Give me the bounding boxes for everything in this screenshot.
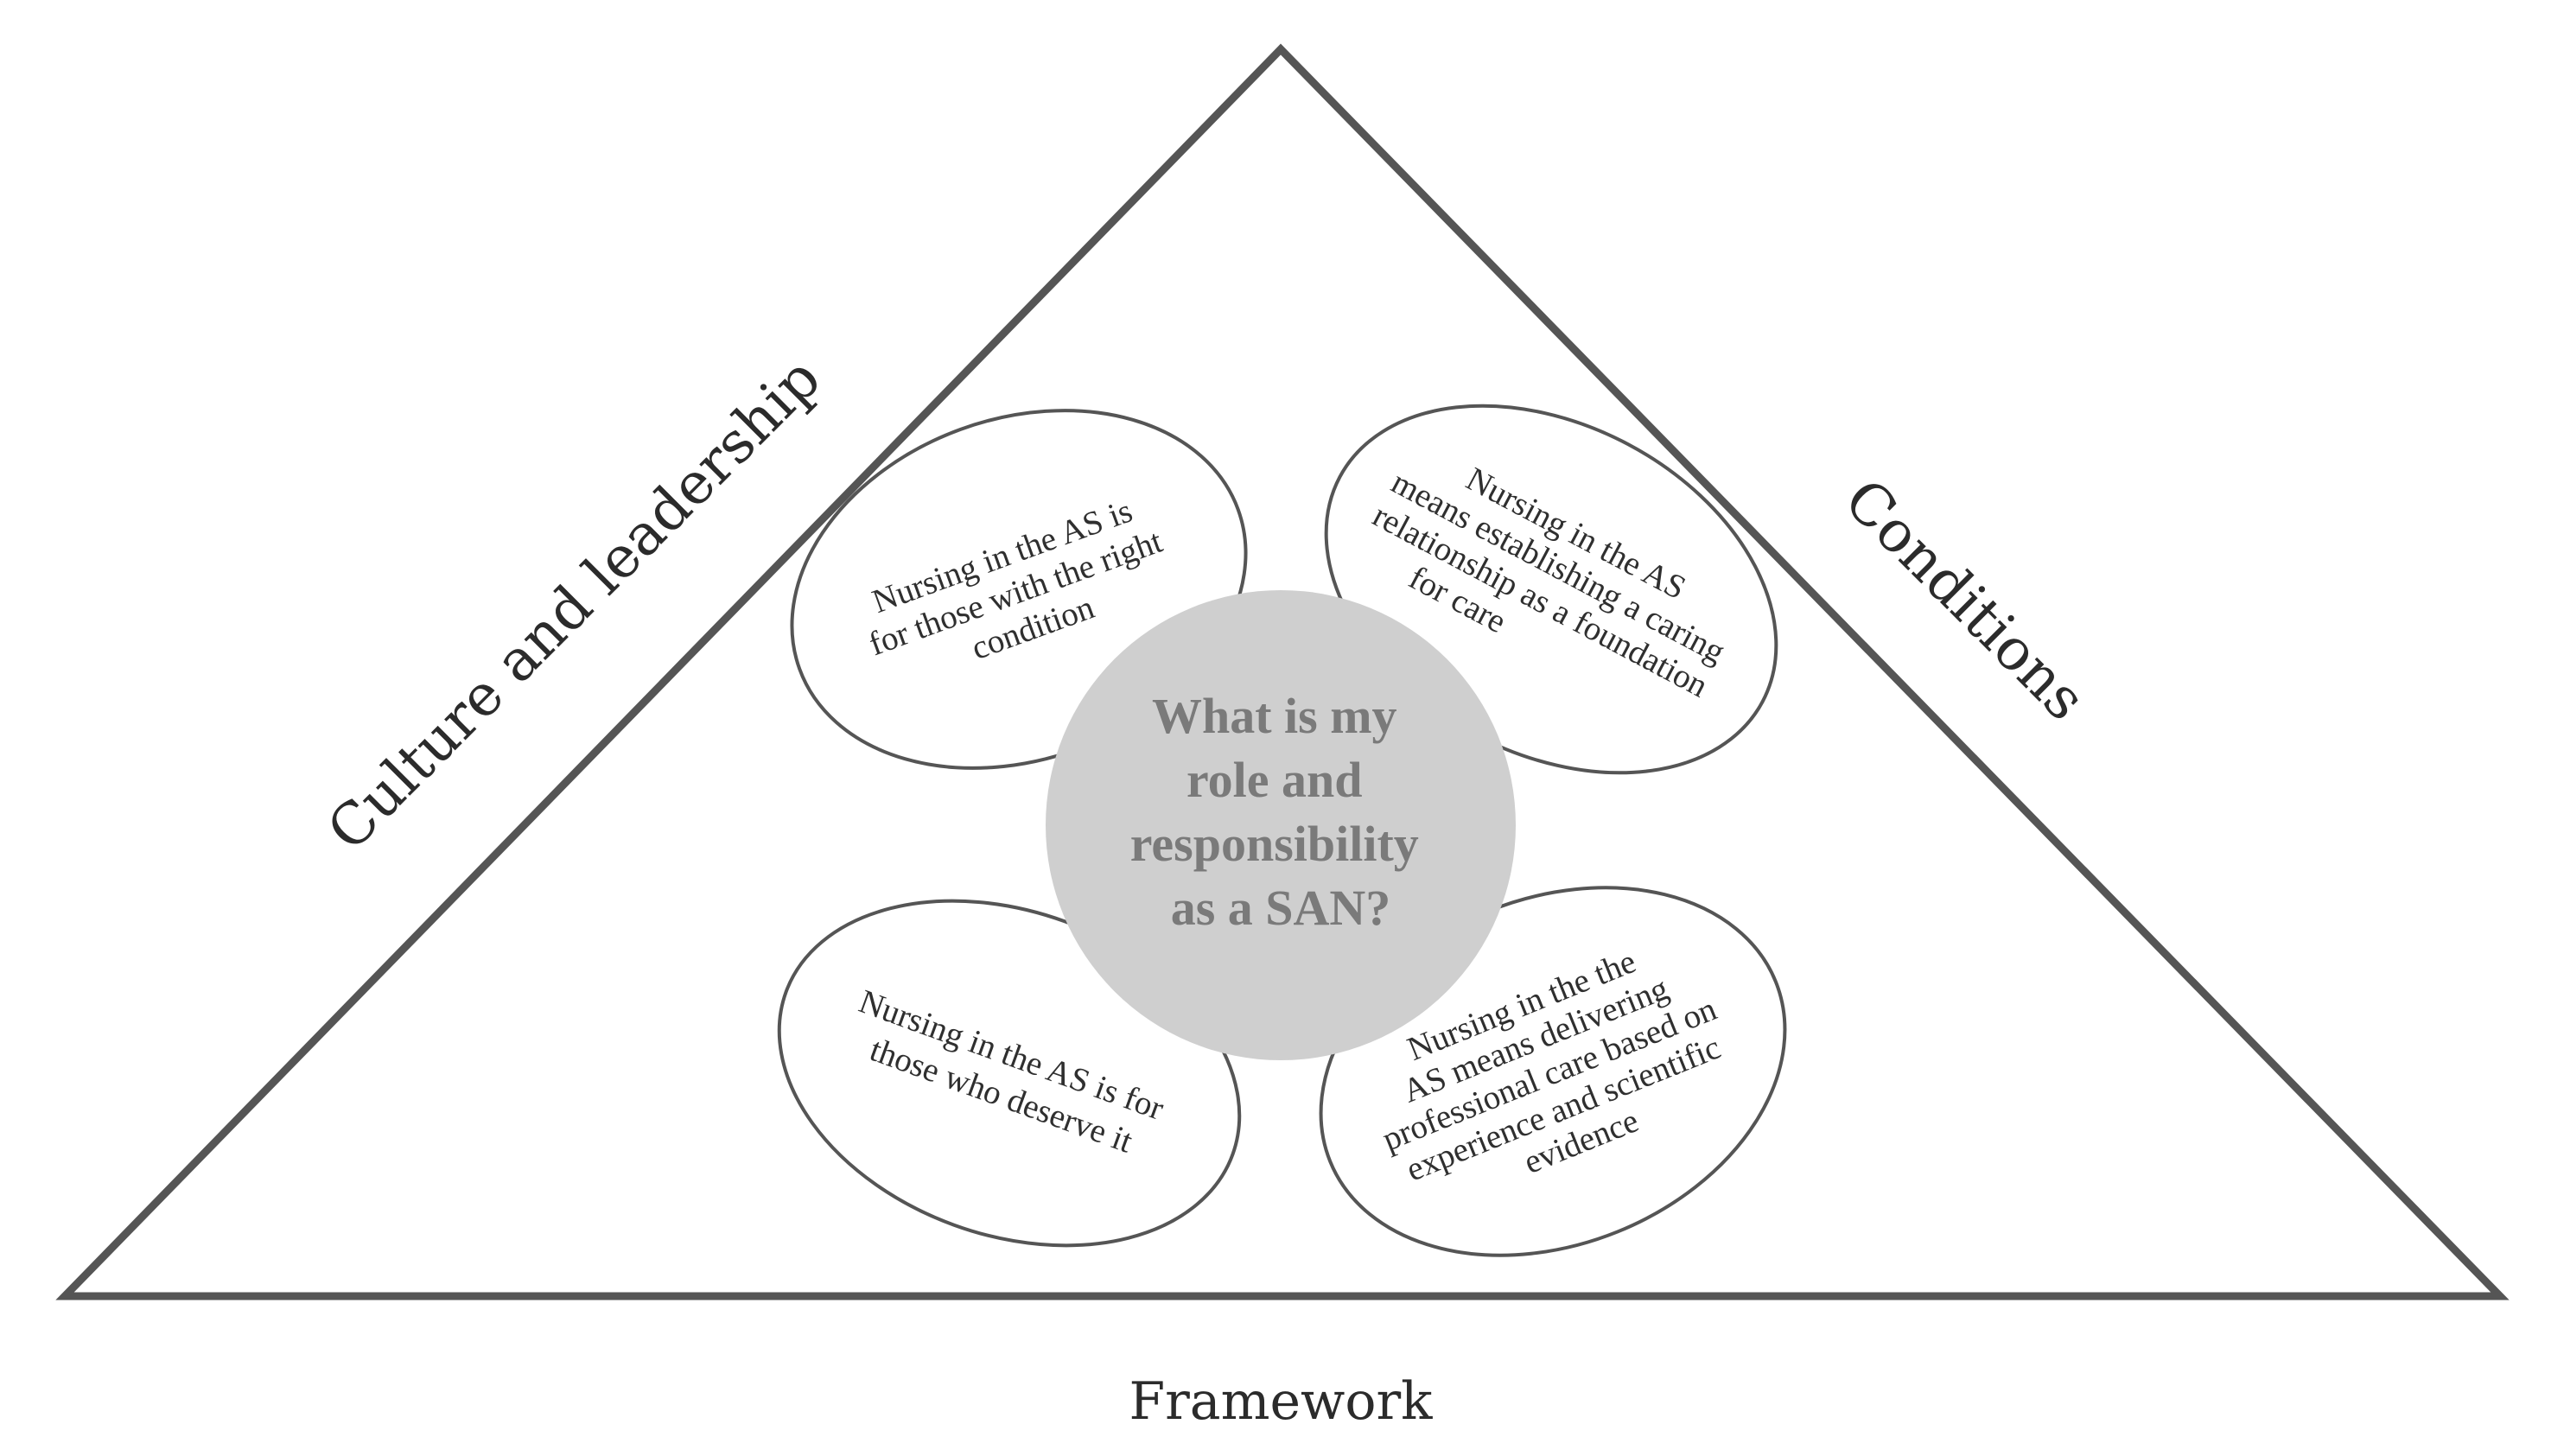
- right-side-label: Conditions: [1831, 467, 2098, 734]
- center-text-line: What is my: [1152, 688, 1397, 744]
- center-text-line: role and: [1186, 752, 1363, 808]
- bottom-side-label: Framework: [1129, 1371, 1433, 1432]
- left-side-label: Culture and leadership: [315, 345, 833, 863]
- center-circle: [1046, 590, 1516, 1060]
- center-text-line: responsibility: [1130, 816, 1419, 872]
- center-text-line: as a SAN?: [1171, 880, 1391, 936]
- framework-triangle: [55, 43, 2510, 1300]
- center-question: What is my role and responsibility as a …: [1130, 688, 1432, 936]
